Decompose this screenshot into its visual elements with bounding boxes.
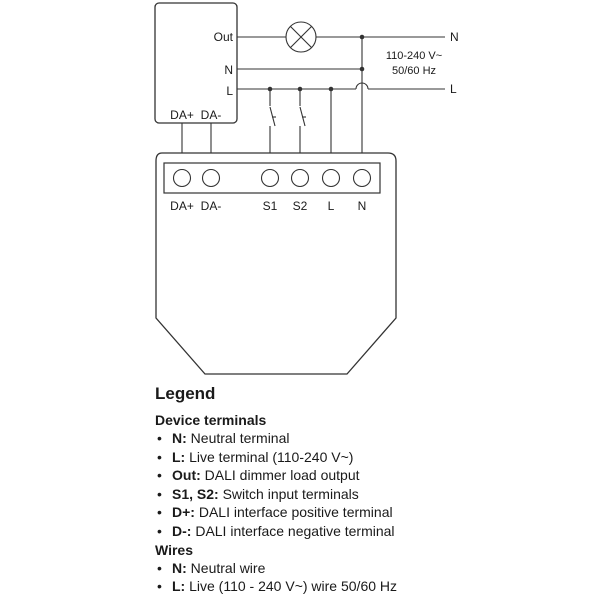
wires-heading: Wires <box>155 541 194 558</box>
dimmer-n-label: N <box>224 63 233 77</box>
item-term: Out: <box>172 467 201 484</box>
item-desc: Live terminal (110-240 V~) <box>185 448 354 465</box>
supply-frequency-label: 50/60 Hz <box>392 65 436 77</box>
item-term: L: <box>172 448 186 465</box>
device-terminals-list: N: Neutral terminal L: Live terminal (11… <box>155 429 595 541</box>
terminal-screw-n <box>352 168 372 188</box>
list-item: Out: DALI dimmer load output <box>155 466 595 485</box>
device-housing <box>155 152 397 375</box>
wires-list: N: Neutral wire L: Live (110 - 240 V~) w… <box>155 559 595 596</box>
junction-dot <box>267 86 273 92</box>
list-item: L: Live terminal (110-240 V~) <box>155 448 595 467</box>
terminal-screws <box>172 168 372 188</box>
item-desc: DALI interface positive terminal <box>194 504 393 521</box>
list-item: N: Neutral wire <box>155 559 595 578</box>
junction-dot <box>359 66 365 72</box>
item-desc: DALI dimmer load output <box>200 467 360 484</box>
supply-voltage-label: 110-240 V~ <box>386 50 442 62</box>
terminal-screw-s2 <box>290 168 310 188</box>
terminal-label-l: L <box>328 199 335 213</box>
wires <box>181 36 445 163</box>
supply-l-label: L <box>450 82 457 96</box>
item-desc: Switch input terminals <box>218 485 359 502</box>
list-item: S1, S2: Switch input terminals <box>155 485 595 504</box>
item-desc: Neutral wire <box>186 559 266 576</box>
supply-n-label: N <box>450 30 459 44</box>
wiring-diagram: Out N L DA+ DA- <box>154 2 459 375</box>
list-item: L: Live (110 - 240 V~) wire 50/60 Hz <box>155 577 595 596</box>
device-terminals-heading: Device terminals <box>155 412 267 428</box>
terminal-screw-l <box>321 168 341 188</box>
list-item: D+: DALI interface positive terminal <box>155 503 595 522</box>
item-term: S1, S2: <box>172 485 219 502</box>
item-term: D-: <box>172 522 192 539</box>
item-desc: Live (110 - 240 V~) wire 50/60 Hz <box>185 578 398 595</box>
terminal-screw-da-minus <box>201 168 221 188</box>
terminal-label-n: N <box>358 199 367 213</box>
dimmer-da-minus-label: DA- <box>201 108 222 122</box>
junction-dot <box>359 34 365 40</box>
item-term: D+: <box>172 504 195 521</box>
item-term: L: <box>172 578 186 595</box>
junction-dot <box>297 86 303 92</box>
dali-dimmer-box <box>154 2 238 124</box>
legend: Legend Device terminals N: Neutral termi… <box>155 383 595 596</box>
terminal-label-s2: S2 <box>293 199 308 213</box>
terminal-screw-da-plus <box>172 168 192 188</box>
list-item: N: Neutral terminal <box>155 429 595 448</box>
item-desc: DALI interface negative terminal <box>191 522 395 539</box>
item-term: N: <box>172 559 187 576</box>
junction-dot <box>328 86 334 92</box>
dimmer-out-label: Out <box>214 30 234 44</box>
dimmer-da-plus-label: DA+ <box>170 108 194 122</box>
legend-title: Legend <box>155 384 216 403</box>
item-term: N: <box>172 430 187 446</box>
terminal-screw-s1 <box>260 168 280 188</box>
junction-dots <box>267 34 365 92</box>
terminal-label-s1: S1 <box>263 199 278 213</box>
item-desc: Neutral terminal <box>186 430 290 446</box>
terminal-label-da-minus: DA- <box>201 199 222 213</box>
lamp-icon <box>285 21 317 53</box>
terminal-label-da-plus: DA+ <box>170 199 194 213</box>
dimmer-l-label: L <box>226 84 233 98</box>
list-item: D-: DALI interface negative terminal <box>155 522 595 541</box>
